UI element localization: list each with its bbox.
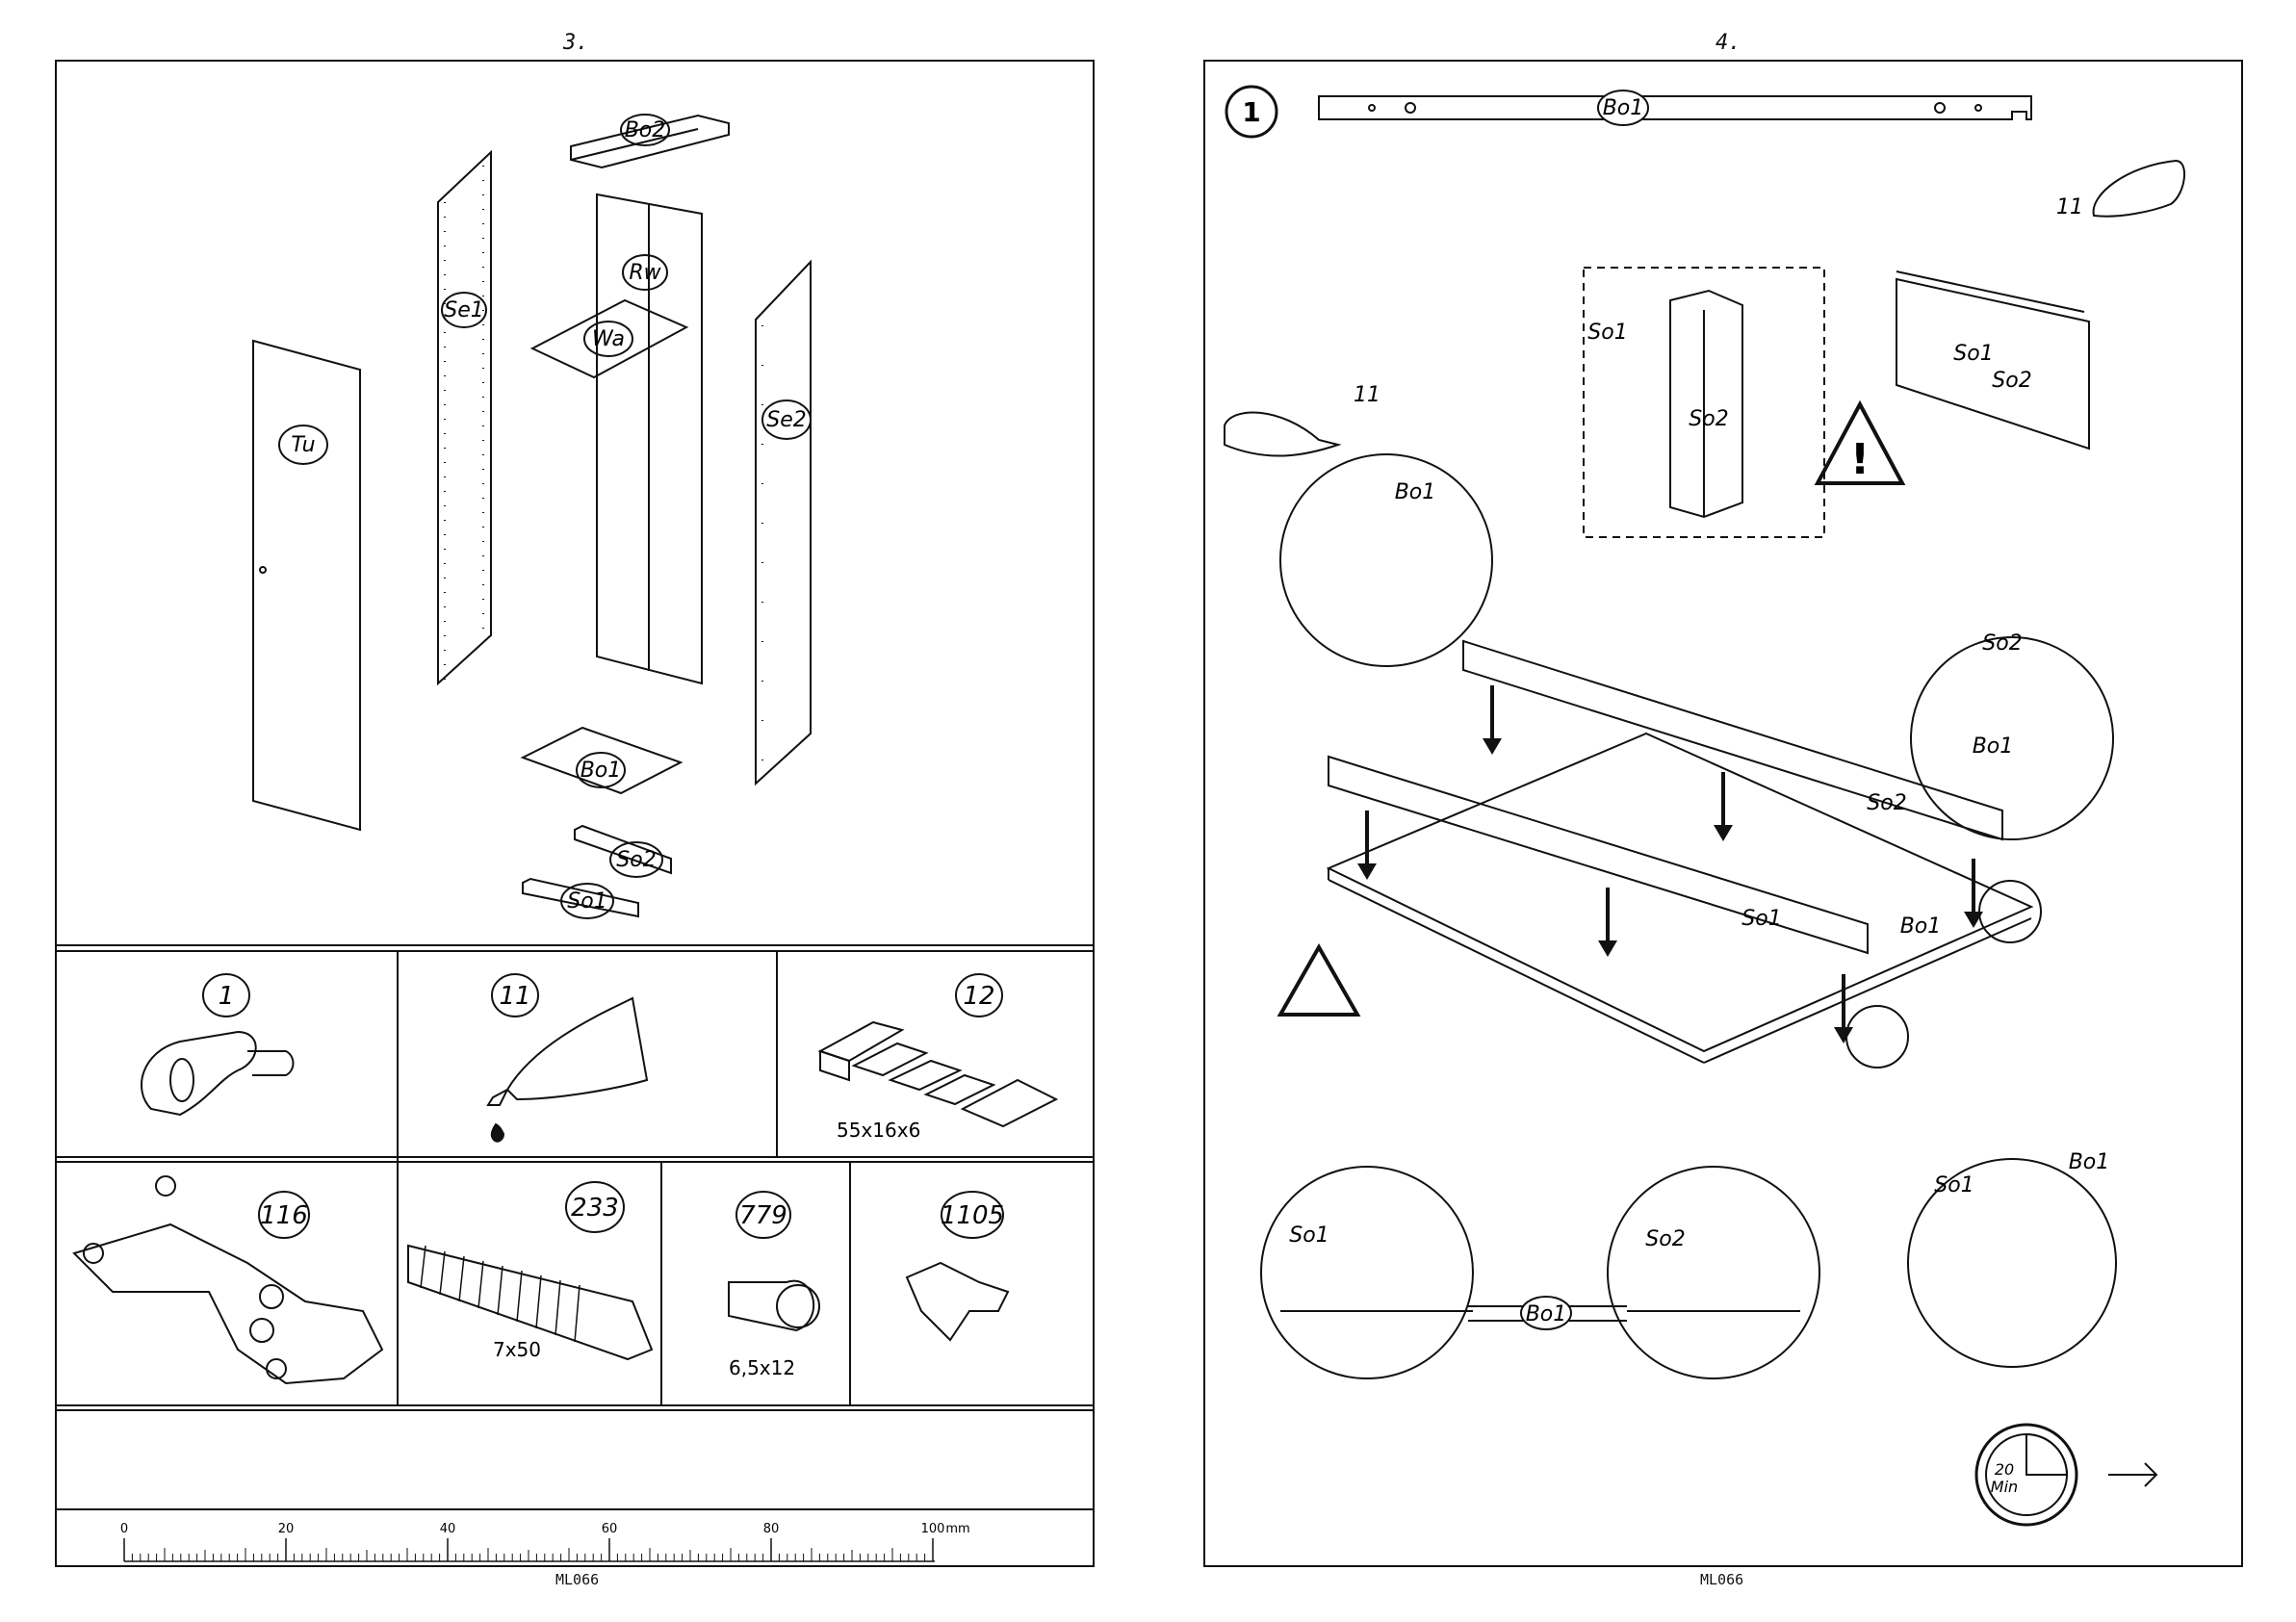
glue-number-top: 11 [2056,195,2083,219]
hardware-1105-number: 1105 [941,1201,1004,1230]
glue-number-left: 11 [1354,383,1380,407]
warning-box-so2: So2 [1689,407,1728,431]
part-label-se1: Se1 [444,298,484,322]
hardware-1-number: 1 [219,982,235,1011]
section-so2: So2 [1645,1227,1685,1251]
part-label-so2: So2 [616,848,656,872]
part-label-bo2: Bo2 [625,118,666,142]
left-page-number: 3. [563,31,589,55]
hardware-779-size: 6,5x12 [729,1356,795,1379]
right-footer-code: ML066 [1700,1571,1743,1588]
section-bo1: Bo1 [1526,1302,1567,1326]
ruler-label-0: 0 [120,1522,128,1536]
ruler-label-60: 60 [602,1522,618,1536]
timer-unit: Min [1991,1478,2018,1496]
finger-detail-so1: So1 [1934,1173,1974,1197]
warning-exclamation: ! [1850,435,1870,484]
assembly-so1: So1 [1741,907,1781,931]
hardware-12-number: 12 [963,982,994,1011]
part-label-wa: Wa [592,327,625,351]
finger-detail-bo1: Bo1 [2069,1150,2110,1174]
section-so1: So1 [1289,1223,1329,1248]
part-label-bo1: Bo1 [580,759,622,783]
step-number: 1 [1242,96,1260,128]
ruler-minor-ticks [124,1548,925,1561]
part-label-se2: Se2 [766,408,807,432]
hardware-12-size: 55x16x6 [837,1119,920,1142]
warning-box-so1: So1 [1587,321,1627,345]
hardware-116-number: 116 [260,1201,308,1230]
right-page-number: 4. [1716,31,1741,55]
part-label-rw: Rw [629,261,661,285]
hardware-11-number: 11 [499,982,530,1011]
assembly-bo1: Bo1 [1900,914,1942,939]
timer-value: 20 [1995,1460,2014,1479]
right-detail-bo1: Bo1 [1973,734,2014,759]
hardware-233-number: 233 [571,1194,619,1223]
ruler-unit: mm [945,1522,969,1536]
ruler-label-80: 80 [763,1522,780,1536]
hardware-233-size: 7x50 [493,1338,541,1361]
ruler-label-100: 100 [921,1522,945,1536]
glue-detail-so2: So2 [1992,369,2031,393]
part-label-so1: So1 [567,889,606,914]
right-page-drawing: 1 Bo1 11 11 So1 So2 So1 So2 Bo1 So2 Bo1 … [1203,60,2243,1567]
assembly-so2: So2 [1867,791,1906,815]
left-detail-bo1: Bo1 [1395,480,1436,504]
part-label-tu: Tu [291,433,315,457]
right-detail-so2: So2 [1982,631,2022,656]
glue-detail-so1: So1 [1953,342,1993,366]
ruler-label-40: 40 [440,1522,456,1536]
ruler-label-20: 20 [278,1522,295,1536]
left-footer-code: ML066 [555,1571,599,1588]
hardware-779-number: 779 [739,1201,787,1230]
top-rail-label: Bo1 [1603,96,1644,120]
left-page-drawing: Bo2 Se1 Rw Wa Tu Se2 Bo1 So2 So1 [55,60,1095,1567]
